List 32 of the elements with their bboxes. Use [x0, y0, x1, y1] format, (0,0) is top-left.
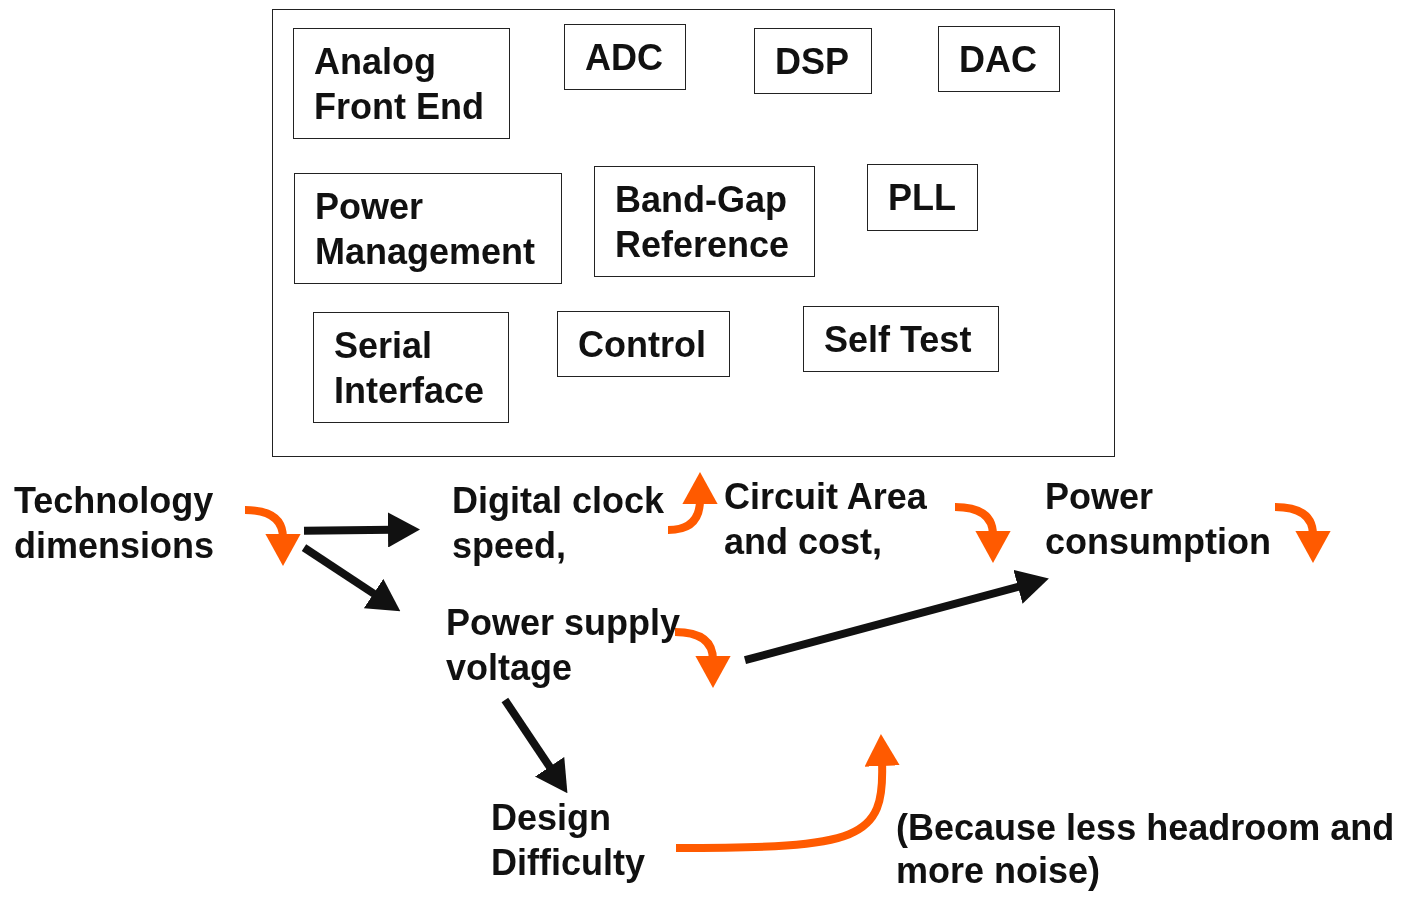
text-label: Power supply voltage [446, 601, 682, 690]
block-label: ADC [585, 35, 664, 80]
block-label: PLL [888, 176, 957, 220]
text-label: Design Difficulty [491, 796, 646, 885]
block-label: Serial Interface [334, 323, 486, 413]
note-text: (Because less headroom and more noise) [896, 806, 1396, 892]
block-box [803, 306, 999, 372]
text-label: Power consumption [1045, 475, 1272, 564]
block-box [294, 173, 562, 284]
block-label: Control [578, 322, 707, 367]
block-label: Self Test [824, 317, 973, 362]
block-box [313, 312, 509, 423]
text-label: Technology dimensions [14, 479, 216, 568]
container-box [272, 9, 1115, 457]
text-label: Circuit Area and cost, [724, 475, 928, 564]
block-box [867, 164, 978, 231]
block-label: DAC [959, 37, 1038, 82]
block-label: Band-Gap Reference [615, 177, 791, 267]
block-label: Analog Front End [314, 39, 485, 129]
block-box [293, 28, 510, 139]
block-box [754, 28, 872, 94]
block-box [564, 24, 686, 90]
arrow [743, 569, 1049, 665]
block-label: DSP [775, 39, 851, 84]
block-box [594, 166, 815, 277]
arrow [301, 544, 401, 612]
text-label: Digital clock speed, [452, 479, 666, 568]
block-box [938, 26, 1060, 92]
block-label: Power Management [315, 184, 537, 274]
block-box [557, 311, 730, 377]
arrow [501, 697, 568, 794]
arrow [303, 512, 420, 548]
